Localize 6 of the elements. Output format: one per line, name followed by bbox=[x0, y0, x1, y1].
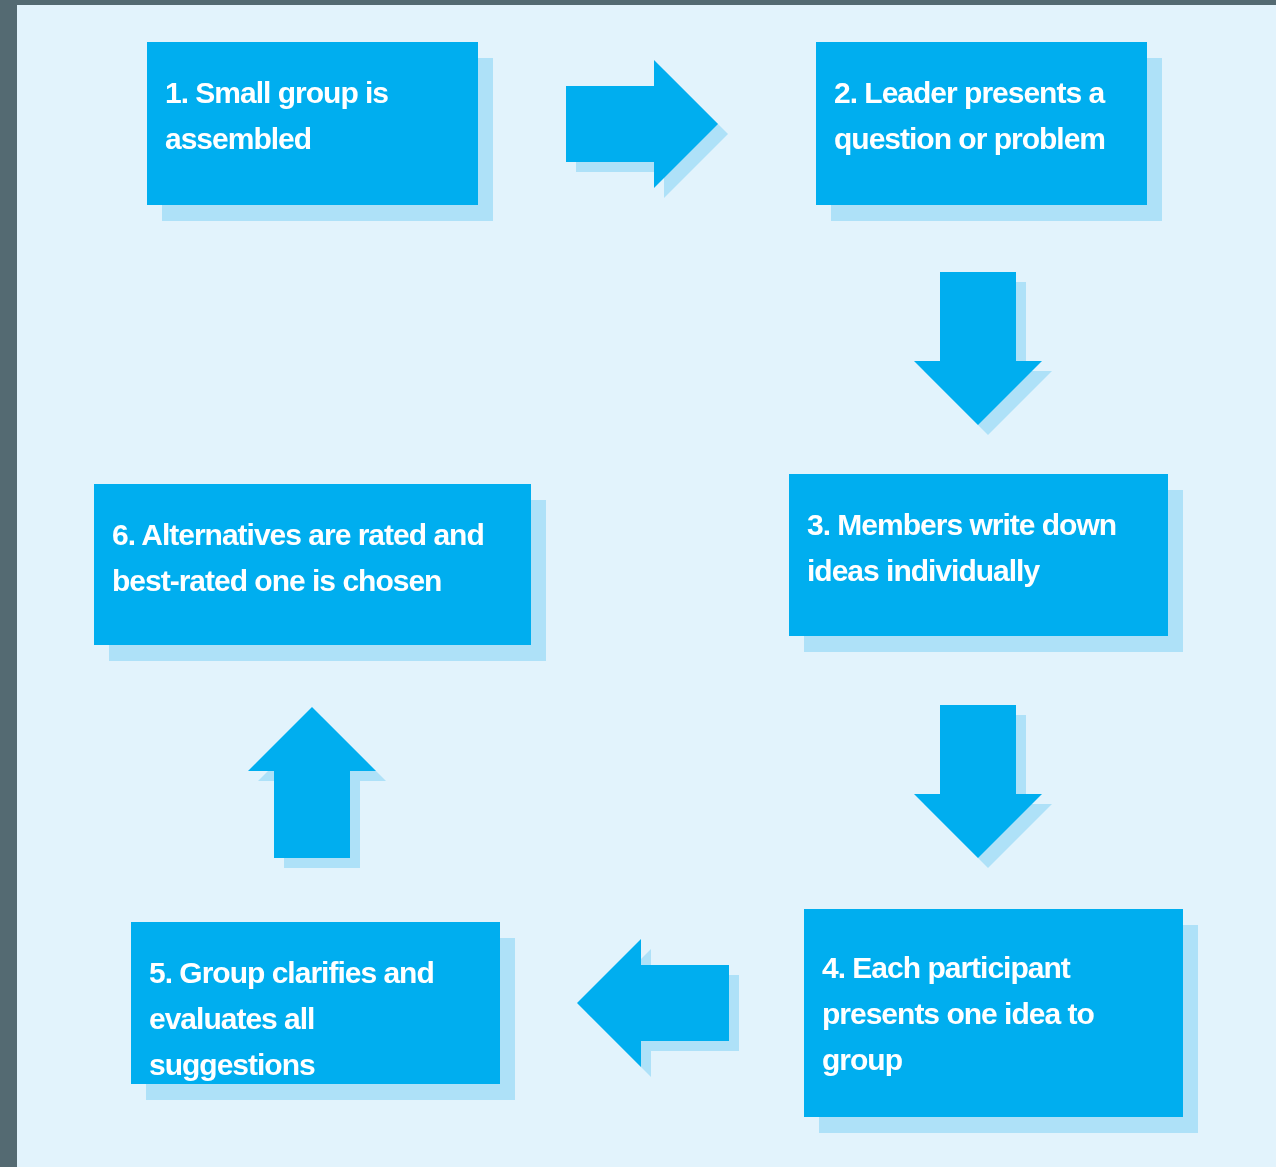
step-text: 3. Members write down ideas individually bbox=[807, 507, 1118, 589]
step-text: 6. Alternatives are rated and best-rated one is chosen bbox=[112, 517, 485, 599]
step-text: 1. Small group is assembled bbox=[165, 75, 390, 157]
step-text: 5. Group clarifies and evaluates all suggestions bbox=[149, 955, 435, 1083]
step-text: 4. Each participant presents one idea to group bbox=[822, 950, 1095, 1078]
step-text: 2. Leader presents a question or problem bbox=[834, 75, 1106, 157]
